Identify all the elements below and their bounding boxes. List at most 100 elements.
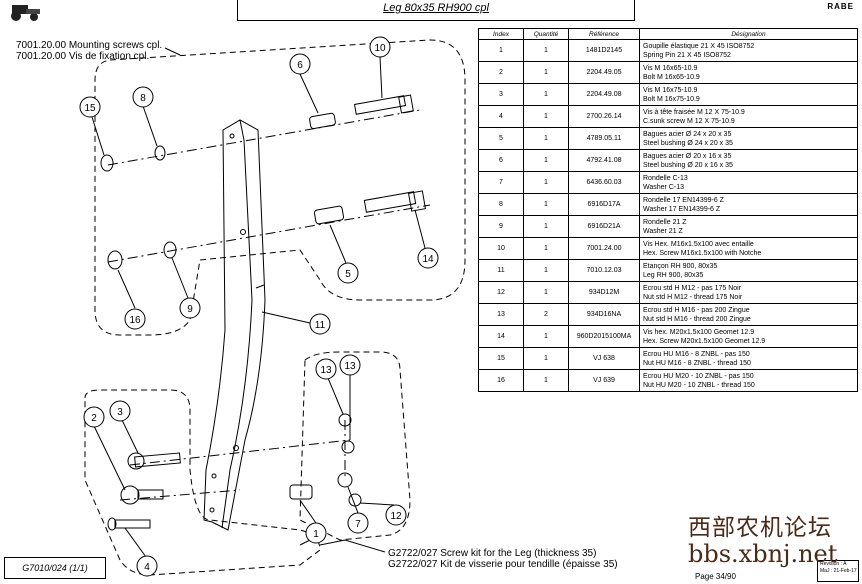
- balloon-6: 6: [289, 53, 311, 75]
- revision-date: MaJ : 21-Feb-17: [820, 568, 857, 574]
- row-index: 15: [478, 347, 524, 370]
- revision-box: Revision : A MaJ : 21-Feb-17: [817, 560, 859, 582]
- leg-bar: [203, 119, 266, 531]
- designation-line: Spring Pin 21 X 45 ISO8752: [643, 51, 731, 59]
- balloon-11: 11: [309, 313, 331, 335]
- designation-line: Ecrou std H M12 - pas 175 Noir: [643, 284, 742, 292]
- header-quantity: Quantité: [523, 28, 569, 40]
- designation-line: Steel bushing Ø 24 x 20 x 35: [643, 139, 733, 147]
- svg-text:7: 7: [355, 519, 361, 530]
- svg-text:10: 10: [374, 43, 386, 54]
- row-reference: 2204.49.05: [568, 61, 640, 84]
- designation-line: Steel bushing Ø 20 x 16 x 35: [643, 161, 733, 169]
- row-index: 11: [478, 259, 524, 282]
- svg-text:4: 4: [144, 562, 150, 573]
- designation-line: Rondelle 21 Z: [643, 218, 687, 226]
- svg-text:12: 12: [390, 511, 402, 522]
- row-reference: 934D12M: [568, 281, 640, 304]
- nut-13b: [341, 440, 355, 454]
- row-reference: 7001.24.00: [568, 237, 640, 260]
- table-header-row: Index Quantité Référence Désignation: [478, 28, 858, 40]
- row-reference: 4792.41.08: [568, 149, 640, 172]
- screw-kit-label-fr: G2722/027 Kit de visserie pour tendille …: [388, 559, 618, 570]
- balloon-13a: 13: [315, 358, 337, 380]
- designation-line: Goupille élastique 21 X 45 ISO8752: [643, 42, 755, 50]
- designation-line: Hex. Screw M20x1.5x100 Geomet 12.9: [643, 337, 766, 345]
- svg-text:14: 14: [422, 254, 434, 265]
- header-reference: Référence: [568, 28, 640, 40]
- designation-line: Bagues acier Ø 24 x 20 x 35: [643, 130, 732, 138]
- row-quantity: 1: [523, 347, 569, 370]
- row-reference: VJ 639: [568, 369, 640, 392]
- designation-line: Nut std H M16 - thread 200 Zingue: [643, 315, 751, 323]
- row-index: 10: [478, 237, 524, 260]
- designation-line: Etançon RH 900, 80x35: [643, 262, 718, 270]
- designation-line: Nut std H M12 - thread 175 Noir: [643, 293, 743, 301]
- row-index: 14: [478, 325, 524, 348]
- bolt-2-head: [120, 485, 140, 505]
- csk-screw-4: [114, 519, 151, 529]
- row-quantity: 1: [523, 149, 569, 172]
- balloon-10: 10: [369, 36, 391, 58]
- balloon-8: 8: [132, 86, 154, 108]
- svg-text:6: 6: [297, 60, 303, 71]
- designation-line: Ecrou HU M20 - 10 ZNBL - pas 150: [643, 372, 754, 380]
- designation-line: Vis M 16x65-10.9: [643, 64, 698, 72]
- brand-logo: RABE: [827, 2, 854, 11]
- balloon-16: 16: [124, 308, 146, 330]
- designation-line: Hex. Screw M16x1.5x100 with Notche: [643, 249, 762, 257]
- row-index: 16: [478, 369, 524, 392]
- row-reference: 934D16NA: [568, 303, 640, 326]
- mounting-screws-label-en: 7001.20.00 Mounting screws cpl.: [16, 40, 163, 51]
- tractor-logo-icon: [11, 5, 40, 21]
- row-quantity: 1: [523, 325, 569, 348]
- balloons: 10 6 8 15 14 5 11 16 9 13 13 2 3 1 7 12 …: [79, 36, 439, 577]
- header-index: Index: [478, 28, 524, 40]
- balloon-15: 15: [79, 96, 101, 118]
- designation-line: Vis Hex. M16x1.5x100 avec entaille: [643, 240, 754, 248]
- designation-line: Leg RH 900, 80x35: [643, 271, 704, 279]
- designation-line: Vis M 16x75-10.9: [643, 86, 698, 94]
- row-quantity: 1: [523, 171, 569, 194]
- drawing-code: G7010/024 (1/1): [4, 557, 106, 579]
- mounting-screws-label-fr: 7001.20.00 Vis de fixation cpl.: [16, 51, 150, 62]
- row-index: 3: [478, 83, 524, 106]
- balloon-7: 7: [347, 512, 369, 534]
- svg-text:3: 3: [117, 407, 123, 418]
- svg-text:8: 8: [140, 93, 146, 104]
- bolt-14: [363, 191, 417, 213]
- designation-line: Vis à tête fraisée M 12 X 75-10.9: [643, 108, 745, 116]
- svg-text:9: 9: [187, 304, 193, 315]
- header-designation: Désignation: [639, 28, 858, 40]
- balloon-9: 9: [179, 297, 201, 319]
- designation-line: Bolt M 16x75-10.9: [643, 95, 700, 103]
- row-index: 6: [478, 149, 524, 172]
- row-reference: 6916D21A: [568, 215, 640, 238]
- watermark-url: bbs.xbnj.net: [688, 540, 838, 568]
- row-quantity: 1: [523, 369, 569, 392]
- row-quantity: 1: [523, 193, 569, 216]
- designation-line: Nut HU M20 - 10 ZNBL - thread 150: [643, 381, 755, 389]
